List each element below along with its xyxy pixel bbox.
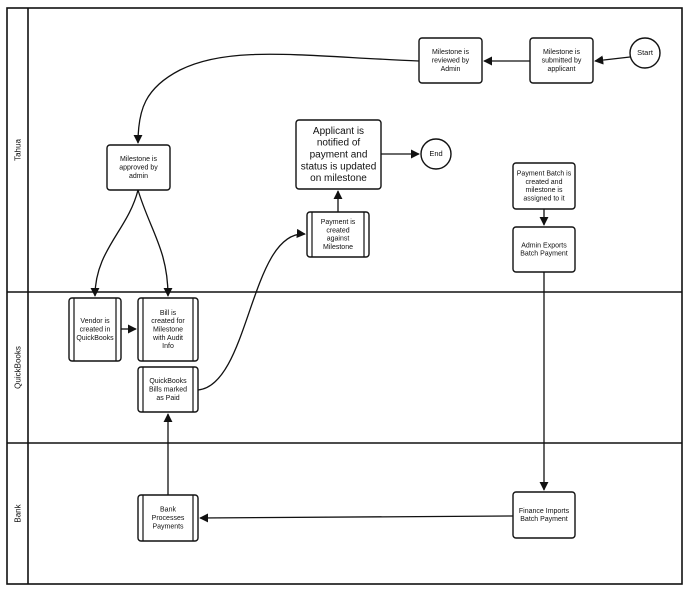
diagram-frame xyxy=(6,7,683,585)
vendor-box xyxy=(68,297,122,362)
label-line: Milestone xyxy=(153,326,183,333)
label-line: Processes xyxy=(152,515,185,522)
arrow-approved-to-bill xyxy=(137,189,173,297)
label-line: Bills marked xyxy=(149,386,187,393)
label-line: payment and xyxy=(310,149,368,160)
bank-processes-box xyxy=(137,494,199,542)
label-line: Payment Batch is xyxy=(517,170,572,177)
label-line: Batch Payment xyxy=(520,516,568,523)
arrow-start-to-submitted xyxy=(594,55,631,65)
finance-imports-box xyxy=(512,491,576,539)
bill-box xyxy=(137,297,199,362)
node-end: End xyxy=(420,138,452,170)
start-label: Start xyxy=(637,48,654,57)
connectors xyxy=(90,53,631,523)
lane-label-tahua: Tahua xyxy=(14,139,23,161)
label-line: admin xyxy=(129,173,148,180)
label-line: applicant xyxy=(547,66,575,73)
label-line: Vendor is xyxy=(80,318,110,325)
label-line: Milestone is xyxy=(543,49,580,56)
label-line: approved by xyxy=(119,164,158,171)
label-line: Bank xyxy=(160,507,176,514)
label-line: assigned to it xyxy=(523,195,564,202)
label-line: created and xyxy=(526,179,563,186)
label-line: Bill is xyxy=(160,310,177,317)
arrow-reviewed-to-approved xyxy=(133,53,420,144)
label-line: created in xyxy=(80,326,111,333)
label-line: against xyxy=(327,235,350,242)
start-terminal-shape xyxy=(629,37,661,69)
node-start: Start xyxy=(629,37,661,69)
label-line: QuickBooks xyxy=(149,378,187,385)
label-line: status is updated xyxy=(301,161,377,172)
label-line: End xyxy=(429,149,442,158)
label-line: Applicant is xyxy=(313,126,364,137)
label-line: milestone is xyxy=(526,187,563,194)
label-line: submitted by xyxy=(542,57,582,64)
label-line: Payments xyxy=(152,523,184,530)
label-line: QuickBooks xyxy=(76,335,114,342)
reviewed-box xyxy=(418,37,483,84)
end-label: End xyxy=(429,149,442,158)
label-line: Payment is xyxy=(321,219,356,226)
batch-created-box xyxy=(512,162,576,210)
label-line: created xyxy=(326,227,349,234)
label-line: as Paid xyxy=(156,395,179,402)
notified-box xyxy=(295,119,382,190)
label-line: on milestone xyxy=(310,173,367,184)
label-line: created for xyxy=(151,318,185,325)
label-line: Admin Exports xyxy=(521,242,567,249)
lane-label-quickbooks: QuickBooks xyxy=(14,346,23,389)
label-line: with Audit xyxy=(152,335,183,342)
arrow-bills-paid-to-payment-created xyxy=(197,228,306,391)
label-line: Start xyxy=(637,48,654,57)
bills-paid-box xyxy=(137,366,199,413)
lane-label-bank: Bank xyxy=(14,503,23,522)
label-line: notified of xyxy=(317,137,361,148)
label-line: Milestone is xyxy=(120,156,157,163)
label-line: Finance Imports xyxy=(519,508,570,515)
payment-created-box xyxy=(306,211,370,258)
label-line: Milestone is xyxy=(432,49,469,56)
admin-exports-box xyxy=(512,226,576,273)
label-line: Batch Payment xyxy=(520,250,568,257)
arrow-approved-to-vendor xyxy=(90,189,139,297)
submitted-box xyxy=(529,37,594,84)
label-line: Milestone xyxy=(323,244,353,251)
label-line: Admin xyxy=(441,66,461,73)
label-line: reviewed by xyxy=(432,57,470,64)
label-line: Info xyxy=(162,343,174,350)
end-terminal-shape xyxy=(420,138,452,170)
approved-box xyxy=(106,144,171,191)
arrow-finance-imports-to-bank-processes xyxy=(199,513,514,523)
